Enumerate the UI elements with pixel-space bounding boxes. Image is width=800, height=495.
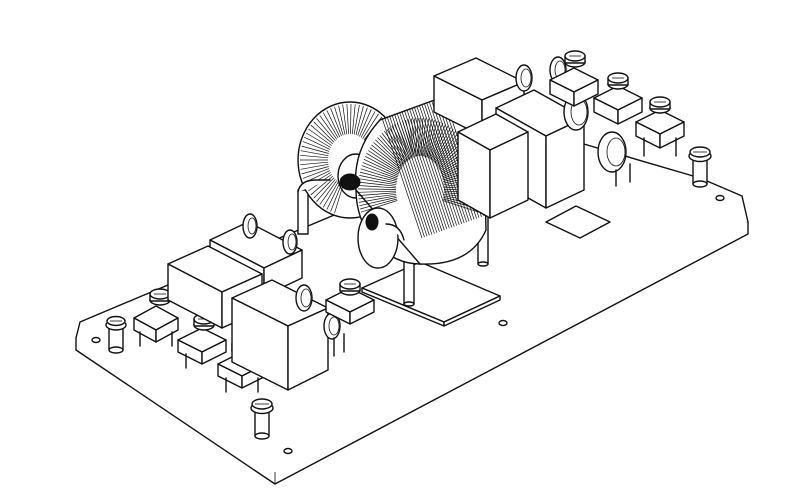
toroidal-choke xyxy=(297,95,501,327)
terminal-block-1 xyxy=(133,288,179,347)
terminal-block-right-3 xyxy=(635,96,685,157)
disc-capacitor-right-1 xyxy=(515,64,533,92)
terminal-block-right-2 xyxy=(593,72,643,125)
disc-capacitor-right-4 xyxy=(597,131,631,187)
terminal-block-2 xyxy=(177,313,227,369)
mounting-screw-front-right xyxy=(250,398,274,440)
mounting-screw-back-right xyxy=(688,146,712,188)
box-capacitor-right-middle xyxy=(457,113,529,219)
mounting-screw-front-left xyxy=(105,315,127,354)
label-pad xyxy=(545,205,611,239)
box-capacitor-left-front xyxy=(231,279,329,391)
disc-capacitor-left-3 xyxy=(295,284,313,312)
disc-capacitor-left-1 xyxy=(242,213,258,239)
disc-capacitor-left-2 xyxy=(282,229,298,255)
terminal-block-center xyxy=(325,278,375,325)
terminal-block-right-1 xyxy=(549,50,599,107)
